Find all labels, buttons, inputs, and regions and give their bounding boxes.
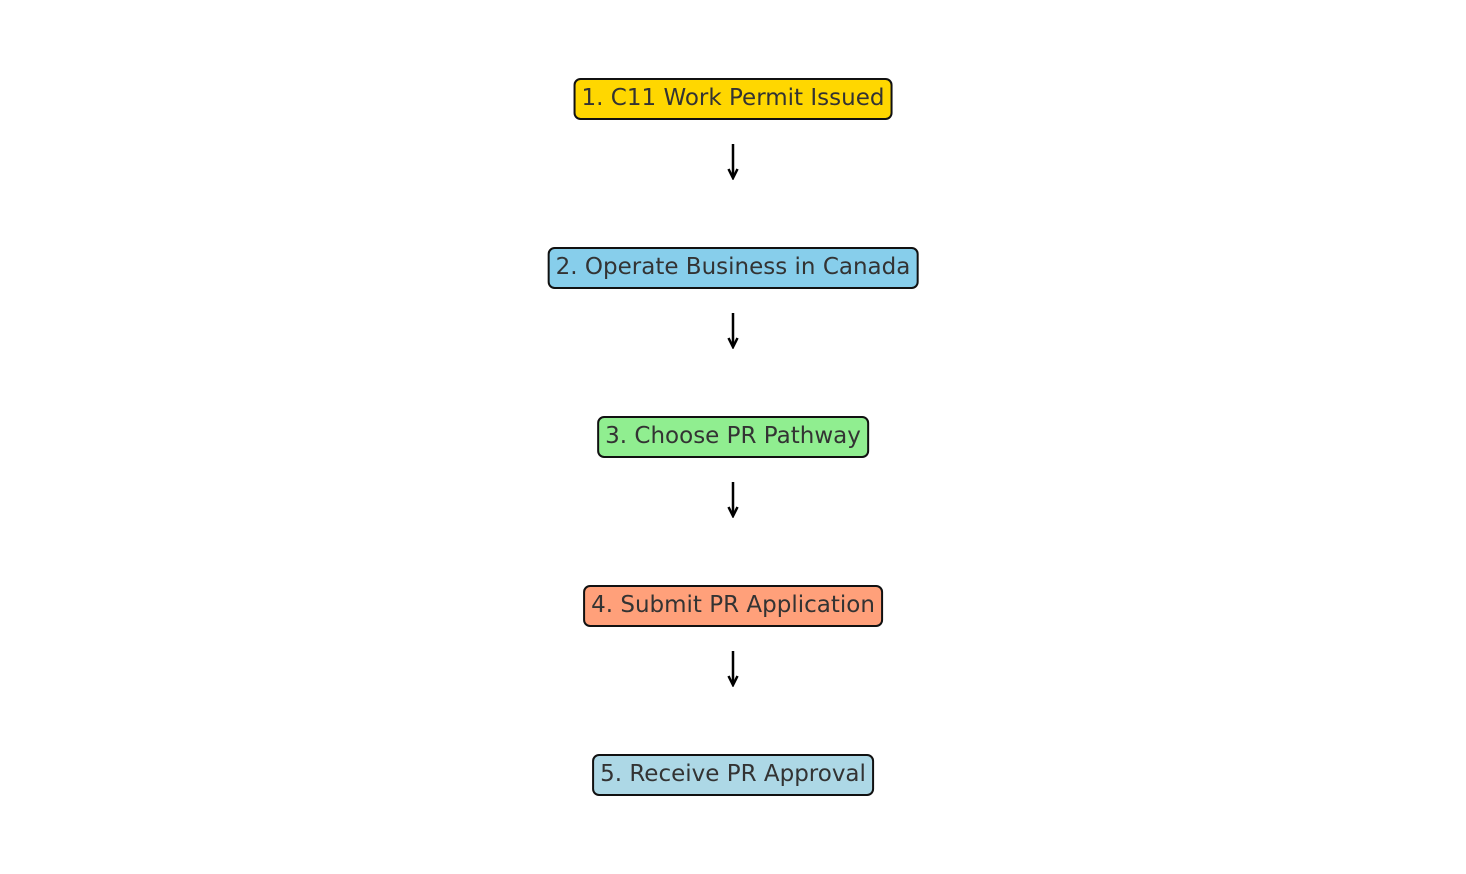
step-c11-work-permit: 1. C11 Work Permit Issued xyxy=(573,78,893,120)
down-arrow-icon xyxy=(727,482,739,518)
step-submit-pr-application: 4. Submit PR Application xyxy=(583,585,883,627)
down-arrow-icon xyxy=(727,651,739,687)
step-choose-pr-pathway: 3. Choose PR Pathway xyxy=(597,416,869,458)
step-operate-business: 2. Operate Business in Canada xyxy=(547,247,919,289)
down-arrow-icon xyxy=(727,313,739,349)
step-receive-pr-approval: 5. Receive PR Approval xyxy=(592,754,874,796)
down-arrow-icon xyxy=(727,144,739,180)
